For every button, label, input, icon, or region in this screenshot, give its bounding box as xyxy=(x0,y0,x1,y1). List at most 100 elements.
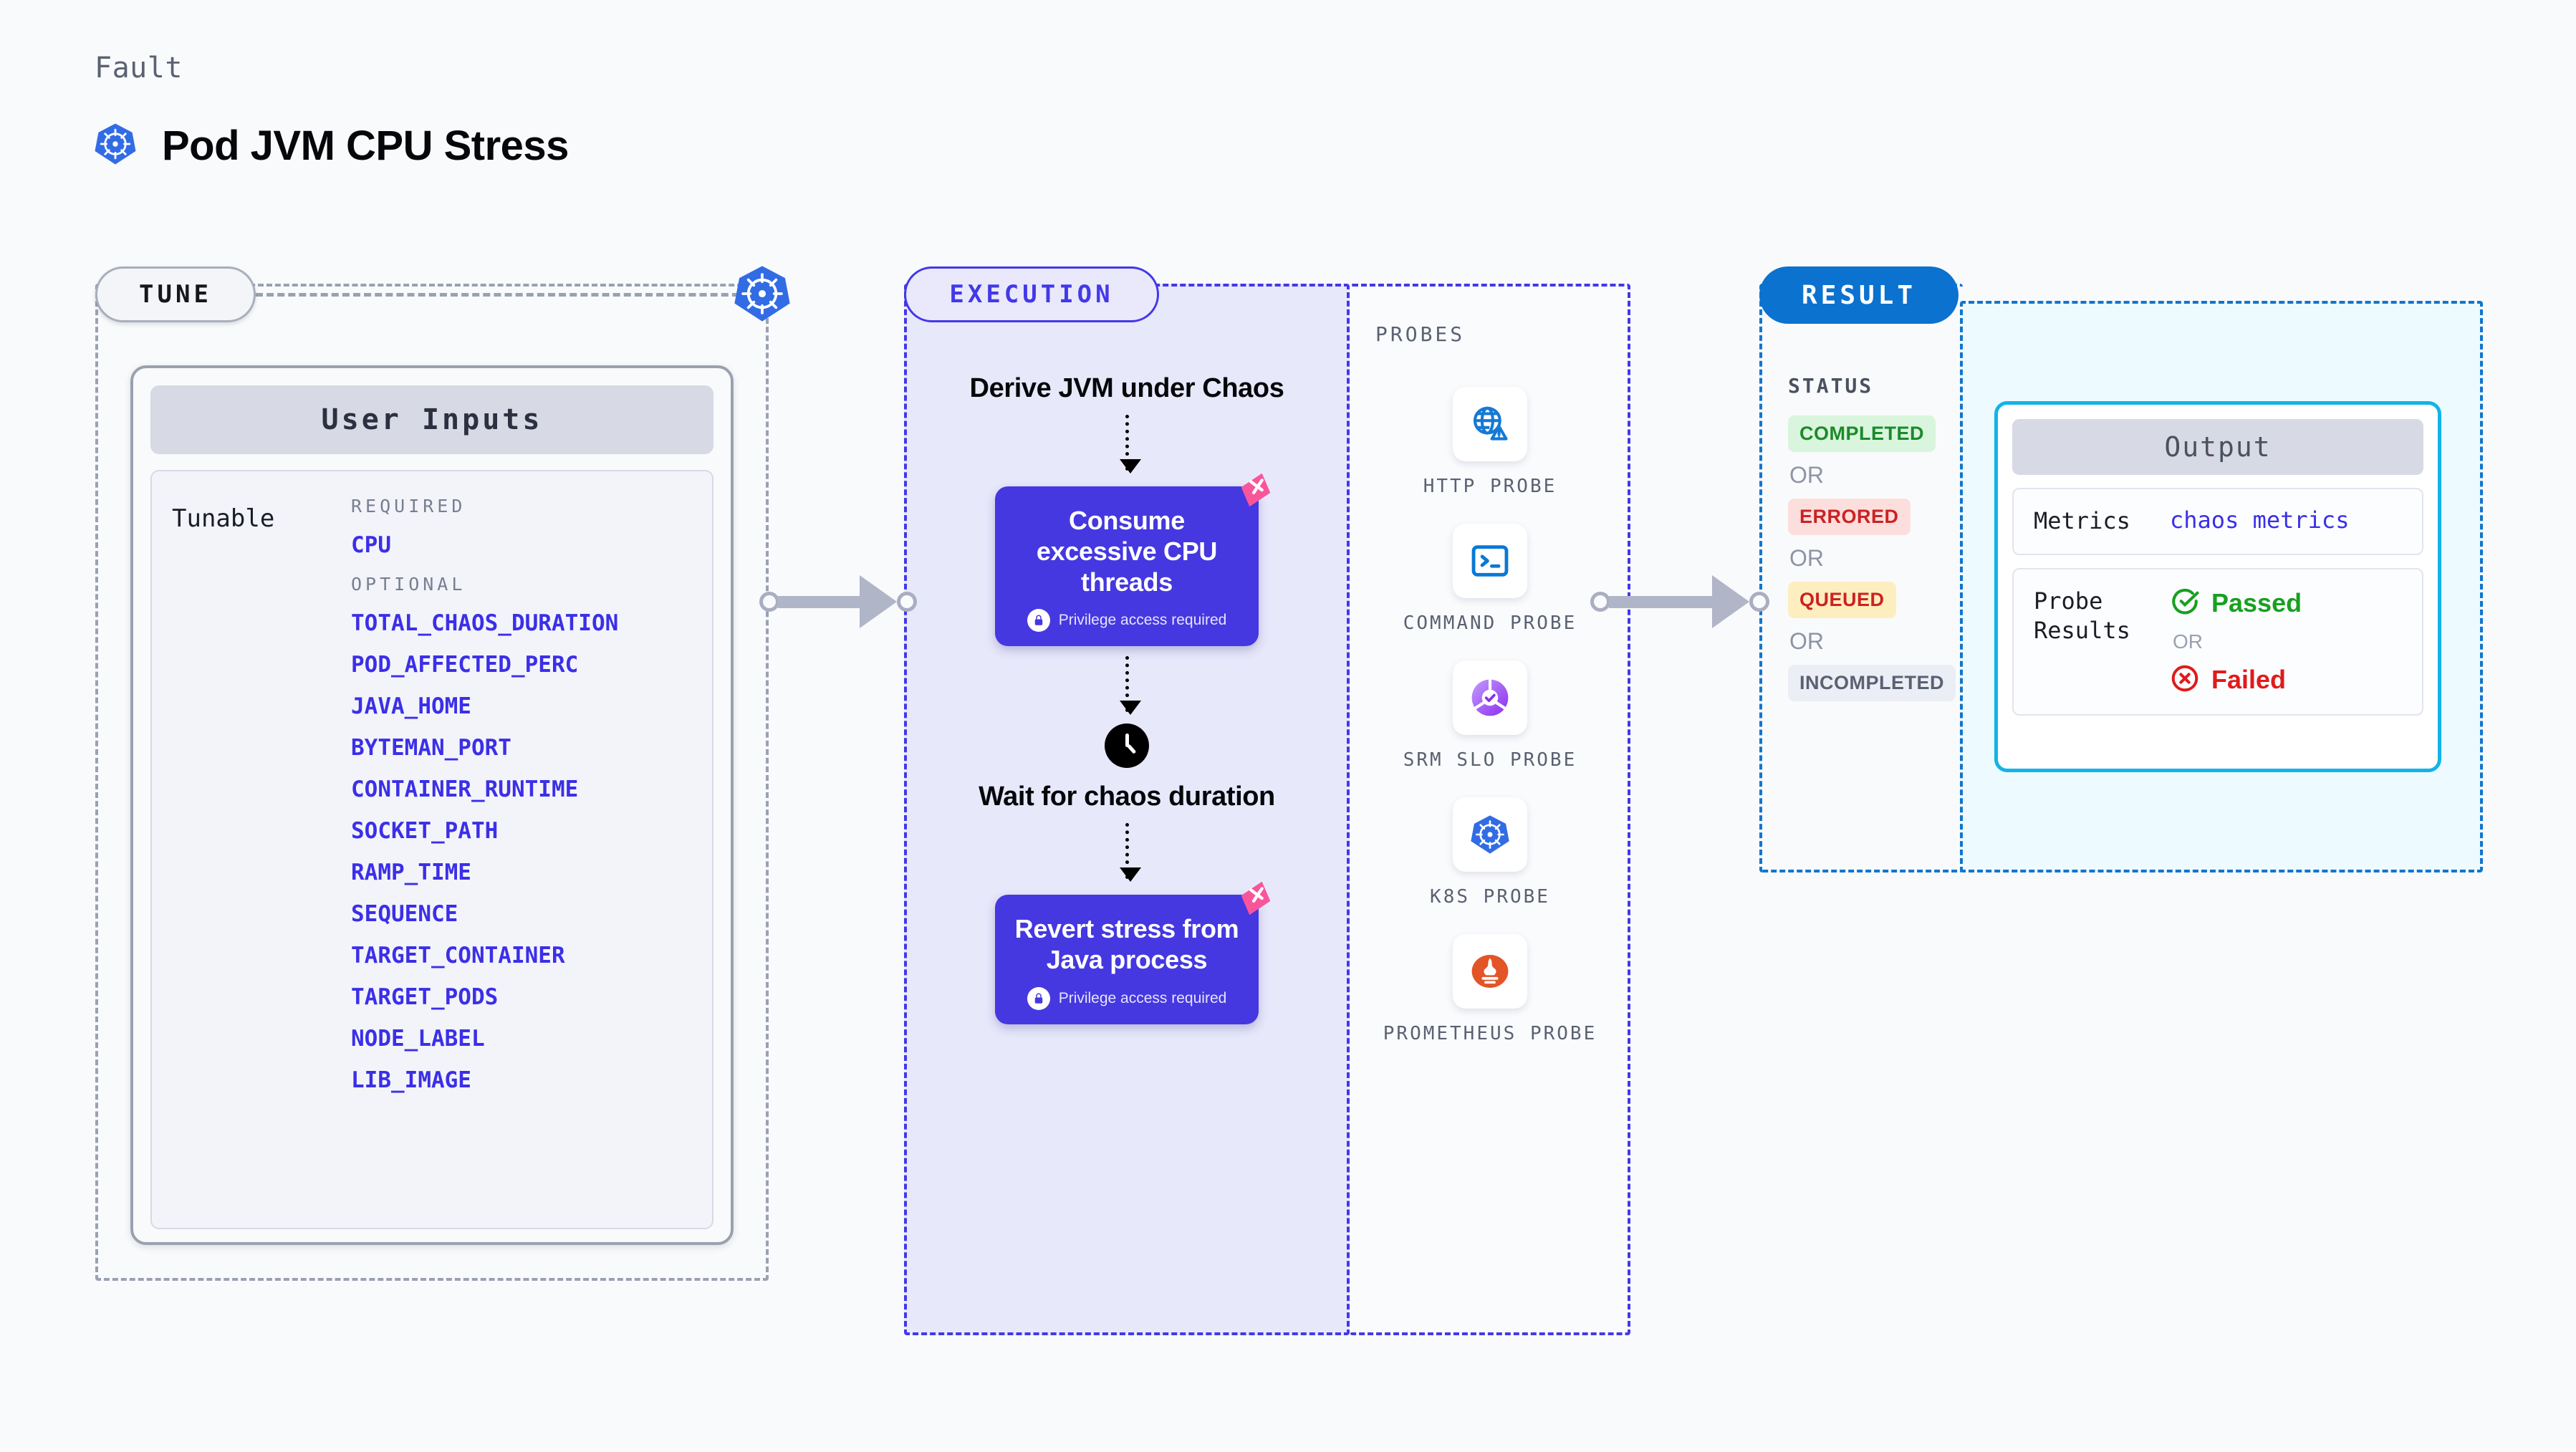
connector-arrowhead xyxy=(860,575,897,628)
connector-arrowhead xyxy=(1712,575,1749,628)
fault-eyebrow-label: Fault xyxy=(95,52,183,85)
probe-item[interactable]: SRM SLO PROBE xyxy=(1375,660,1605,773)
privilege-text: Privilege access required xyxy=(1058,989,1227,1006)
tunable-parameter[interactable]: BYTEMAN_PORT xyxy=(351,735,511,761)
tunable-parameter[interactable]: TARGET_PODS xyxy=(351,984,499,1010)
kubernetes-icon xyxy=(732,264,792,324)
required-param-list: CPU xyxy=(351,532,705,558)
status-or-label: OR xyxy=(1789,628,1824,654)
privilege-row: Privilege access required xyxy=(1008,986,1246,1010)
required-group-label: REQUIRED xyxy=(351,496,466,516)
lock-icon xyxy=(1027,609,1050,633)
user-inputs-card: User Inputs Tunable REQUIRED CPU OPTIONA… xyxy=(130,365,734,1245)
tunable-parameter[interactable]: NODE_LABEL xyxy=(351,1026,485,1052)
probe-label: PROMETHEUS PROBE xyxy=(1383,1023,1597,1045)
result-stage-pill[interactable]: RESULT xyxy=(1759,266,1959,324)
tunable-parameter[interactable]: SEQUENCE xyxy=(351,901,458,927)
privilege-text: Privilege access required xyxy=(1058,612,1227,629)
connector-start-dot xyxy=(1590,592,1610,612)
output-card: Output Metrics chaos metrics Probe Resul… xyxy=(1994,401,2441,772)
tune-connector-line xyxy=(256,293,750,297)
execution-to-result-arrow xyxy=(1590,575,1769,628)
connector-start-dot xyxy=(759,592,779,612)
page-title: Pod JVM CPU Stress xyxy=(162,122,569,169)
tune-to-execution-arrow xyxy=(759,575,917,628)
optional-param-list: TOTAL_CHAOS_DURATION POD_AFFECTED_PERC JAV… xyxy=(351,610,705,1093)
tunable-parameter[interactable]: TARGET_CONTAINER xyxy=(351,943,565,968)
tune-stage-pill[interactable]: TUNE xyxy=(95,266,256,322)
slo-gauge-icon xyxy=(1453,660,1527,736)
probe-result-failed: Failed xyxy=(2170,663,2402,697)
clock-icon xyxy=(1105,723,1149,769)
status-badge: INCOMPLETED xyxy=(1788,665,1956,701)
action-revert-stress[interactable]: Revert stress from Java process Privileg… xyxy=(995,882,1271,1024)
tunable-parameter[interactable]: SOCKET_PATH xyxy=(351,818,499,844)
tunable-panel: Tunable REQUIRED CPU OPTIONAL TOTAL_CHAO… xyxy=(150,470,713,1229)
connector-end-dot xyxy=(1749,592,1769,612)
status-badge: QUEUED xyxy=(1788,582,1896,618)
tunable-parameter[interactable]: JAVA_HOME xyxy=(351,693,471,719)
probe-label: SRM SLO PROBE xyxy=(1403,749,1577,771)
flow-arrow-1 xyxy=(1119,414,1141,473)
execution-stage-pill[interactable]: EXECUTION xyxy=(904,266,1159,322)
probe-label: K8S PROBE xyxy=(1430,886,1550,908)
flow-arrow-3 xyxy=(1119,823,1141,883)
probe-item[interactable]: PROMETHEUS PROBE xyxy=(1375,934,1605,1047)
probe-results-values: Passed OR Failed xyxy=(2170,587,2402,697)
tunable-parameter[interactable]: CPU xyxy=(351,532,391,558)
probe-item[interactable]: COMMAND PROBE xyxy=(1375,524,1605,636)
passed-label: Passed xyxy=(2211,588,2302,618)
page-title-row: Pod JVM CPU Stress xyxy=(93,122,569,170)
probe-label: HTTP PROBE xyxy=(1423,476,1557,497)
optional-group-label: OPTIONAL xyxy=(351,574,466,595)
probe-item[interactable]: HTTP PROBE xyxy=(1375,387,1605,499)
litmus-flag-icon xyxy=(1234,469,1276,511)
probes-title: PROBES xyxy=(1375,322,1466,346)
probe-results-label: Probe Results xyxy=(2034,587,2130,645)
tunable-parameter[interactable]: POD_AFFECTED_PERC xyxy=(351,652,579,678)
parameter-column: REQUIRED CPU OPTIONAL TOTAL_CHAOS_DURATI… xyxy=(351,496,705,1228)
tunable-parameter[interactable]: CONTAINER_RUNTIME xyxy=(351,777,579,802)
probe-result-passed: Passed xyxy=(2170,587,2402,620)
action-title: Consume excessive CPU threads xyxy=(1036,505,1218,597)
metrics-label: Metrics xyxy=(2034,507,2130,534)
tunable-parameter[interactable]: TOTAL_CHAOS_DURATION xyxy=(351,610,619,636)
x-circle-icon xyxy=(2170,663,2200,697)
execution-flow: Derive JVM under Chaos Consume excessive… xyxy=(904,372,1350,1024)
status-badge: COMPLETED xyxy=(1788,415,1936,452)
user-inputs-title: User Inputs xyxy=(150,385,713,454)
probe-label: COMMAND PROBE xyxy=(1403,612,1577,635)
probe-item[interactable]: K8S PROBE xyxy=(1375,797,1605,910)
flow-arrow-2 xyxy=(1119,656,1141,716)
globe-warning-icon xyxy=(1453,387,1527,461)
probes-list: HTTP PROBE COMMAND PROBE SRM SLO PROBE K8S … xyxy=(1350,387,1630,1047)
probe-result-or: OR xyxy=(2173,630,2203,653)
tune-section-frame xyxy=(95,284,769,1281)
status-badge: ERRORED xyxy=(1788,499,1911,535)
failed-label: Failed xyxy=(2211,665,2287,695)
connector-bar xyxy=(778,595,864,608)
wait-step-title: Wait for chaos duration xyxy=(979,782,1275,812)
kubernetes-icon xyxy=(1453,797,1527,872)
action-title: Revert stress from Java process xyxy=(1014,914,1239,975)
probe-results-row: Probe Results Passed OR Failed xyxy=(2012,567,2423,716)
tunable-parameter[interactable]: RAMP_TIME xyxy=(351,860,471,885)
action-consume-cpu-threads[interactable]: Consume excessive CPU threads Privilege … xyxy=(995,473,1271,647)
status-or-label: OR xyxy=(1789,545,1824,571)
kubernetes-icon xyxy=(93,122,138,170)
tunable-parameter[interactable]: LIB_IMAGE xyxy=(351,1067,471,1093)
litmus-flag-icon xyxy=(1234,878,1276,919)
status-title: STATUS xyxy=(1788,374,1874,398)
metrics-row: Metrics chaos metrics xyxy=(2012,488,2423,555)
output-card-title: Output xyxy=(2012,419,2423,475)
derive-jvm-step-title: Derive JVM under Chaos xyxy=(969,373,1284,403)
connector-end-dot xyxy=(897,592,917,612)
tunable-label: Tunable xyxy=(172,504,275,533)
lock-icon xyxy=(1027,986,1050,1010)
prometheus-icon xyxy=(1453,934,1527,1009)
connector-bar xyxy=(1609,595,1716,608)
terminal-icon xyxy=(1453,524,1527,599)
check-circle-icon xyxy=(2170,587,2200,620)
metrics-value[interactable]: chaos metrics xyxy=(2170,506,2350,534)
